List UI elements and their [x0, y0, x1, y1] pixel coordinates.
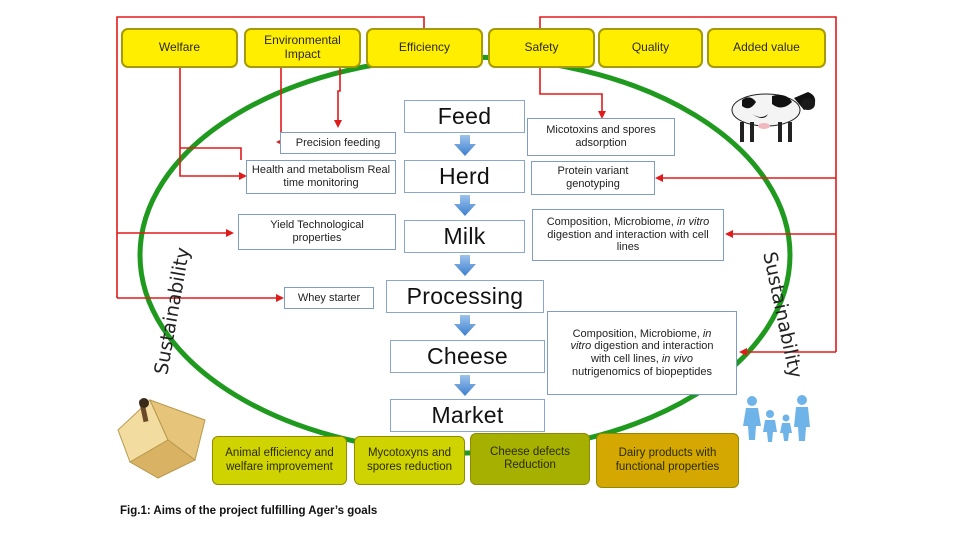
note-composition-cheese-part-1: Composition, Microbiome, — [572, 327, 703, 340]
note-composition-milk-part-2: in vitro — [676, 216, 710, 229]
note-composition-milk-part-1: Composition, Microbiome, — [546, 216, 677, 229]
flow-arrow-processing-cheese — [454, 315, 476, 336]
note-yield-technological: Yield Technological properties — [238, 214, 396, 250]
stage-feed-label: Feed — [437, 103, 492, 130]
stage-feed: Feed — [404, 100, 525, 133]
stage-processing-label: Processing — [406, 283, 524, 310]
note-whey-starter: Whey starter — [284, 287, 374, 309]
goal-environmental-impact-label: Environmental Impact — [264, 33, 341, 61]
goal-quality-label: Quality — [631, 40, 670, 55]
stage-processing: Processing — [386, 280, 544, 313]
stage-herd: Herd — [404, 160, 525, 193]
outcome-animal-efficiency: Animal efficiency and welfare improvemen… — [212, 436, 347, 485]
right-connectors — [539, 16, 837, 356]
note-composition-milk-text: Composition, Microbiome, in vitro digest… — [537, 216, 719, 254]
note-composition-cheese: Composition, Microbiome, in vitro digest… — [547, 311, 737, 395]
note-composition-cheese-part-3: digestion and interaction with cell line… — [590, 340, 714, 365]
note-yield-technological-text: Yield Technological properties — [270, 219, 364, 244]
note-composition-milk: Composition, Microbiome, in vitro digest… — [532, 209, 724, 261]
left-connectors — [116, 16, 425, 302]
goal-safety-label: Safety — [524, 40, 559, 55]
goal-environmental-impact: Environmental Impact — [244, 28, 361, 68]
outcome-mycotoxyns-text: Mycotoxyns and spores reduction — [366, 447, 453, 473]
stage-milk: Milk — [404, 220, 525, 253]
note-protein-variant: Protein variant genotyping — [531, 161, 655, 195]
outcome-mycotoxyns: Mycotoxyns and spores reduction — [354, 436, 465, 485]
note-composition-cheese-part-2: in vitro — [570, 327, 712, 353]
flow-arrow-cheese-market — [454, 375, 476, 396]
outcome-cheese-defects-text: Cheese defects Reduction — [490, 445, 570, 471]
flow-arrow-feed-herd — [454, 135, 476, 156]
note-whey-starter-text: Whey starter — [297, 291, 361, 304]
note-composition-cheese-part-4: in vivo — [661, 353, 694, 365]
figure-caption: Fig.1: Aims of the project fulfilling Ag… — [120, 505, 377, 517]
note-health-metabolism-text: Health and metabolism Real time monitori… — [251, 164, 391, 189]
goal-safety: Safety — [488, 28, 595, 68]
stage-milk-label: Milk — [443, 223, 486, 250]
goal-welfare-label: Welfare — [158, 40, 201, 55]
goal-added-value-label: Added value — [733, 40, 800, 55]
note-composition-cheese-text: Composition, Microbiome, in vitro digest… — [562, 328, 722, 379]
goal-efficiency: Efficiency — [366, 28, 483, 68]
family-icon — [743, 395, 810, 442]
stage-herd-label: Herd — [438, 163, 491, 190]
stage-market: Market — [390, 399, 545, 432]
goal-quality: Quality — [598, 28, 703, 68]
note-precision-feeding: Precision feeding — [280, 132, 396, 154]
outcome-dairy-products: Dairy products with functional propertie… — [596, 433, 739, 488]
outcome-dairy-products-text: Dairy products with functional propertie… — [615, 447, 720, 473]
flow-arrow-milk-processing — [454, 255, 476, 276]
note-protein-variant-text: Protein variant genotyping — [557, 165, 629, 190]
note-micotoxins: Micotoxins and spores adsorption — [527, 118, 675, 156]
note-precision-feeding-text: Precision feeding — [295, 136, 381, 149]
stage-cheese: Cheese — [390, 340, 545, 373]
goal-welfare: Welfare — [121, 28, 238, 68]
figure-caption-text: Fig.1: Aims of the project fulfilling Ag… — [120, 505, 378, 517]
goal-efficiency-label: Efficiency — [398, 40, 451, 55]
stage-cheese-label: Cheese — [426, 343, 509, 370]
goal-added-value: Added value — [707, 28, 826, 68]
note-micotoxins-text: Micotoxins and spores adsorption — [546, 124, 656, 149]
stage-market-label: Market — [431, 402, 504, 429]
outcome-animal-efficiency-text: Animal efficiency and welfare improvemen… — [225, 447, 334, 473]
outcome-cheese-defects: Cheese defects Reduction — [470, 433, 590, 485]
cow-icon — [731, 92, 816, 142]
flow-arrow-herd-milk — [454, 195, 476, 216]
cheese-icon — [117, 398, 206, 479]
note-health-metabolism: Health and metabolism Real time monitori… — [246, 160, 396, 194]
flow-arrows — [454, 135, 476, 396]
note-composition-cheese-part-5: nutrigenomics of biopeptides — [571, 365, 713, 378]
note-composition-milk-part-3: digestion and interaction with cell line… — [547, 228, 709, 254]
